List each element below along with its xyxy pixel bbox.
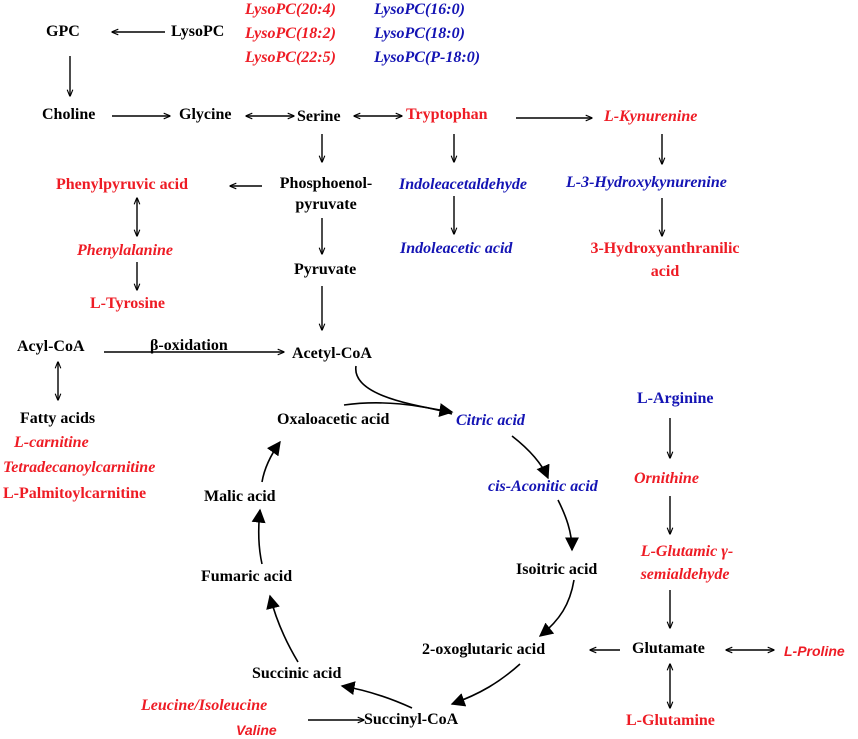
- node-acyl-coa: Acyl-CoA: [17, 338, 85, 355]
- node-cis-aconitic-acid: cis-Aconitic acid: [488, 478, 598, 495]
- node-lysopc-16-0: LysoPC(16:0): [374, 1, 465, 18]
- node-glycine: Glycine: [179, 106, 232, 123]
- node-l-arginine: L-Arginine: [637, 390, 714, 407]
- node-fumaric-acid: Fumaric acid: [201, 568, 293, 585]
- node-indoleacetaldehyde: Indoleacetaldehyde: [399, 176, 527, 193]
- node-phosphoenolpyruvate-line2: pyruvate: [295, 196, 357, 213]
- node-l-palmitoylcarnitine: L-Palmitoylcarnitine: [3, 485, 147, 502]
- node-l-glutamic-line1: L-Glutamic γ-: [640, 543, 734, 560]
- node-leucine-isoleucine: Leucine/Isoleucine: [141, 697, 268, 714]
- node-lysopc: LysoPC: [171, 23, 225, 40]
- node-ornithine: Ornithine: [634, 470, 699, 487]
- node-valine: Valine: [236, 722, 277, 738]
- node-succinic-acid: Succinic acid: [252, 665, 342, 682]
- node-l-kynurenine: L-Kynurenine: [604, 108, 698, 125]
- node-3-hydroxyanthranilic-line1: 3-Hydroxyanthranilic: [590, 240, 740, 257]
- node-lysopc-18-2: LysoPC(18:2): [245, 25, 336, 42]
- arc-citric-aconitic: [511, 435, 550, 480]
- arc-oxaloacetic-citric: [343, 402, 453, 415]
- node-malic-acid: Malic acid: [204, 488, 276, 505]
- node-indoleacetic-acid: Indoleacetic acid: [400, 240, 513, 257]
- arc-malic-oxaloacetic: [261, 440, 281, 483]
- node-citric-acid: Citric acid: [456, 412, 525, 429]
- node-glutamate: Glutamate: [632, 640, 705, 657]
- arc-succinylcoa-succinic: [340, 681, 413, 709]
- node-tryptophan: Tryptophan: [406, 106, 488, 123]
- node-phenylpyruvic-acid: Phenylpyruvic acid: [56, 176, 189, 193]
- node-acetyl-coa: Acetyl-CoA: [292, 345, 372, 362]
- arc-isoitric-oxoglutaric: [538, 579, 575, 637]
- node-lysopc-18-0: LysoPC(18:0): [374, 25, 465, 42]
- node-l-proline: L-Proline: [784, 643, 845, 659]
- label-beta-oxidation: β-oxidation: [150, 337, 228, 354]
- node-fatty-acids: Fatty acids: [20, 410, 96, 427]
- node-l-3-hydroxykynurenine: L-3-Hydroxykynurenine: [566, 174, 727, 191]
- node-isoitric-acid: Isoitric acid: [516, 561, 598, 578]
- node-serine: Serine: [297, 108, 341, 125]
- node-l-glutamine: L-Glutamine: [626, 712, 715, 729]
- arc-oxoglutaric-succinylcoa: [450, 663, 521, 707]
- arc-acetylcoa-citric: [355, 365, 454, 418]
- node-lysopc-22-5: LysoPC(22:5): [245, 49, 336, 66]
- node-phenylalanine: Phenylalanine: [77, 242, 174, 259]
- node-tetradecanoylcarnitine: Tetradecanoylcarnitine: [3, 459, 156, 476]
- node-lysopc-p-18-0: LysoPC(P-18:0): [374, 49, 481, 66]
- node-gpc: GPC: [46, 23, 80, 40]
- node-3-hydroxyanthranilic-line2: acid: [650, 263, 680, 280]
- node-oxaloacetic-acid: Oxaloacetic acid: [277, 411, 390, 428]
- node-l-glutamic-line2: semialdehyde: [640, 566, 730, 583]
- node-l-carnitine: L-carnitine: [14, 434, 89, 451]
- node-l-tyrosine: L-Tyrosine: [90, 295, 165, 312]
- node-choline: Choline: [42, 106, 96, 123]
- node-lysopc-20-4: LysoPC(20:4): [245, 1, 336, 18]
- node-phosphoenolpyruvate-line1: Phosphoenol-: [279, 175, 373, 192]
- arc-fumaric-malic: [251, 508, 266, 565]
- arc-succinic-fumaric: [266, 594, 299, 663]
- node-2-oxoglutaric-acid: 2-oxoglutaric acid: [422, 641, 546, 658]
- arc-aconitic-isoitric: [557, 499, 579, 552]
- node-succinyl-coa: Succinyl-CoA: [364, 711, 459, 728]
- node-pyruvate: Pyruvate: [294, 261, 357, 278]
